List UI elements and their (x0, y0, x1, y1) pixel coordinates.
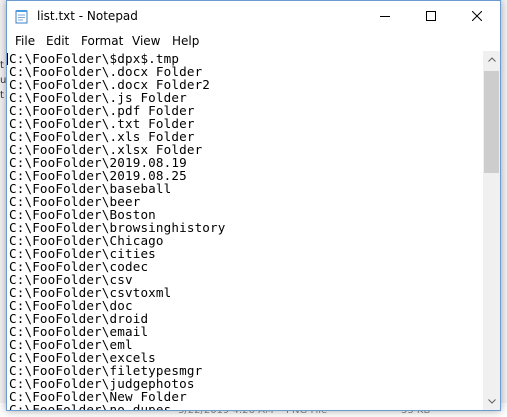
menu-bar: File Edit Format View Help (7, 31, 500, 51)
vertical-scrollbar[interactable] (483, 51, 500, 410)
text-line: C:\FooFolder\.xls Folder (9, 129, 195, 144)
text-line: C:\FooFolder\browsinghistory (9, 220, 226, 235)
text-line: C:\FooFolder\baseball (9, 181, 172, 196)
chevron-up-icon (487, 57, 496, 62)
text-line: C:\FooFolder\doc (9, 298, 133, 313)
close-button[interactable] (454, 1, 500, 31)
maximize-icon (426, 11, 436, 21)
chevron-down-icon (487, 399, 496, 404)
text-line: C:\FooFolder\csvtoxml (9, 285, 172, 300)
scroll-down-button[interactable] (483, 393, 500, 410)
scroll-up-button[interactable] (483, 51, 500, 68)
text-line: C:\FooFolder\email (9, 324, 149, 339)
text-line: C:\FooFolder\.docx Folder (9, 64, 203, 79)
text-line: C:\FooFolder\eml (9, 337, 133, 352)
menu-help[interactable]: Help (172, 34, 200, 48)
text-line: C:\FooFolder\beer (9, 194, 141, 209)
text-line: C:\FooFolder\$dpx$.tmp (9, 51, 180, 66)
text-line: C:\FooFolder\2019.08.19 (9, 155, 187, 170)
menu-format[interactable]: Format (81, 34, 124, 48)
text-line: C:\FooFolder\droid (9, 311, 149, 326)
text-line: C:\FooFolder\filetypesmgr (9, 363, 203, 378)
minimize-icon (380, 16, 390, 17)
text-line: C:\FooFolder\.docx Folder2 (9, 77, 211, 92)
text-line: C:\FooFolder\.xlsx Folder (9, 142, 203, 157)
window-title: list.txt - Notepad (37, 9, 138, 23)
text-line: C:\FooFolder\judgephotos (9, 376, 195, 391)
text-line: C:\FooFolder\excels (9, 350, 156, 365)
menu-edit[interactable]: Edit (46, 34, 70, 48)
text-line: C:\FooFolder\.js Folder (9, 90, 187, 105)
text-line: C:\FooFolder\2019.08.25 (9, 168, 187, 183)
text-caret (7, 53, 8, 65)
sliver-text: t (0, 90, 4, 101)
sliver-text: u (0, 75, 7, 86)
text-line: C:\FooFolder\New Folder (9, 389, 187, 404)
close-icon (472, 11, 482, 21)
title-bar[interactable]: list.txt - Notepad (7, 1, 500, 31)
minimize-button[interactable] (362, 1, 408, 31)
maximize-button[interactable] (408, 1, 454, 31)
text-line: C:\FooFolder\codec (9, 259, 149, 274)
text-line: C:\FooFolder\csv (9, 272, 133, 287)
text-line: C:\FooFolder\.txt Folder (9, 116, 195, 131)
notepad-icon[interactable] (14, 9, 30, 24)
background-window-sliver: t u t (0, 58, 10, 148)
menu-file[interactable]: File (15, 34, 36, 48)
scrollbar-thumb[interactable] (484, 71, 499, 173)
text-line: C:\FooFolder\no dupes (9, 402, 172, 410)
menu-view[interactable]: View (132, 34, 161, 48)
text-line: C:\FooFolder\Boston (9, 207, 156, 222)
text-line: C:\FooFolder\.pdf Folder (9, 103, 195, 118)
text-line: C:\FooFolder\Chicago (9, 233, 164, 248)
notepad-window: list.txt - Notepad File Edit Format View… (6, 0, 501, 411)
sliver-text: t (0, 60, 4, 71)
text-line: C:\FooFolder\cities (9, 246, 156, 261)
